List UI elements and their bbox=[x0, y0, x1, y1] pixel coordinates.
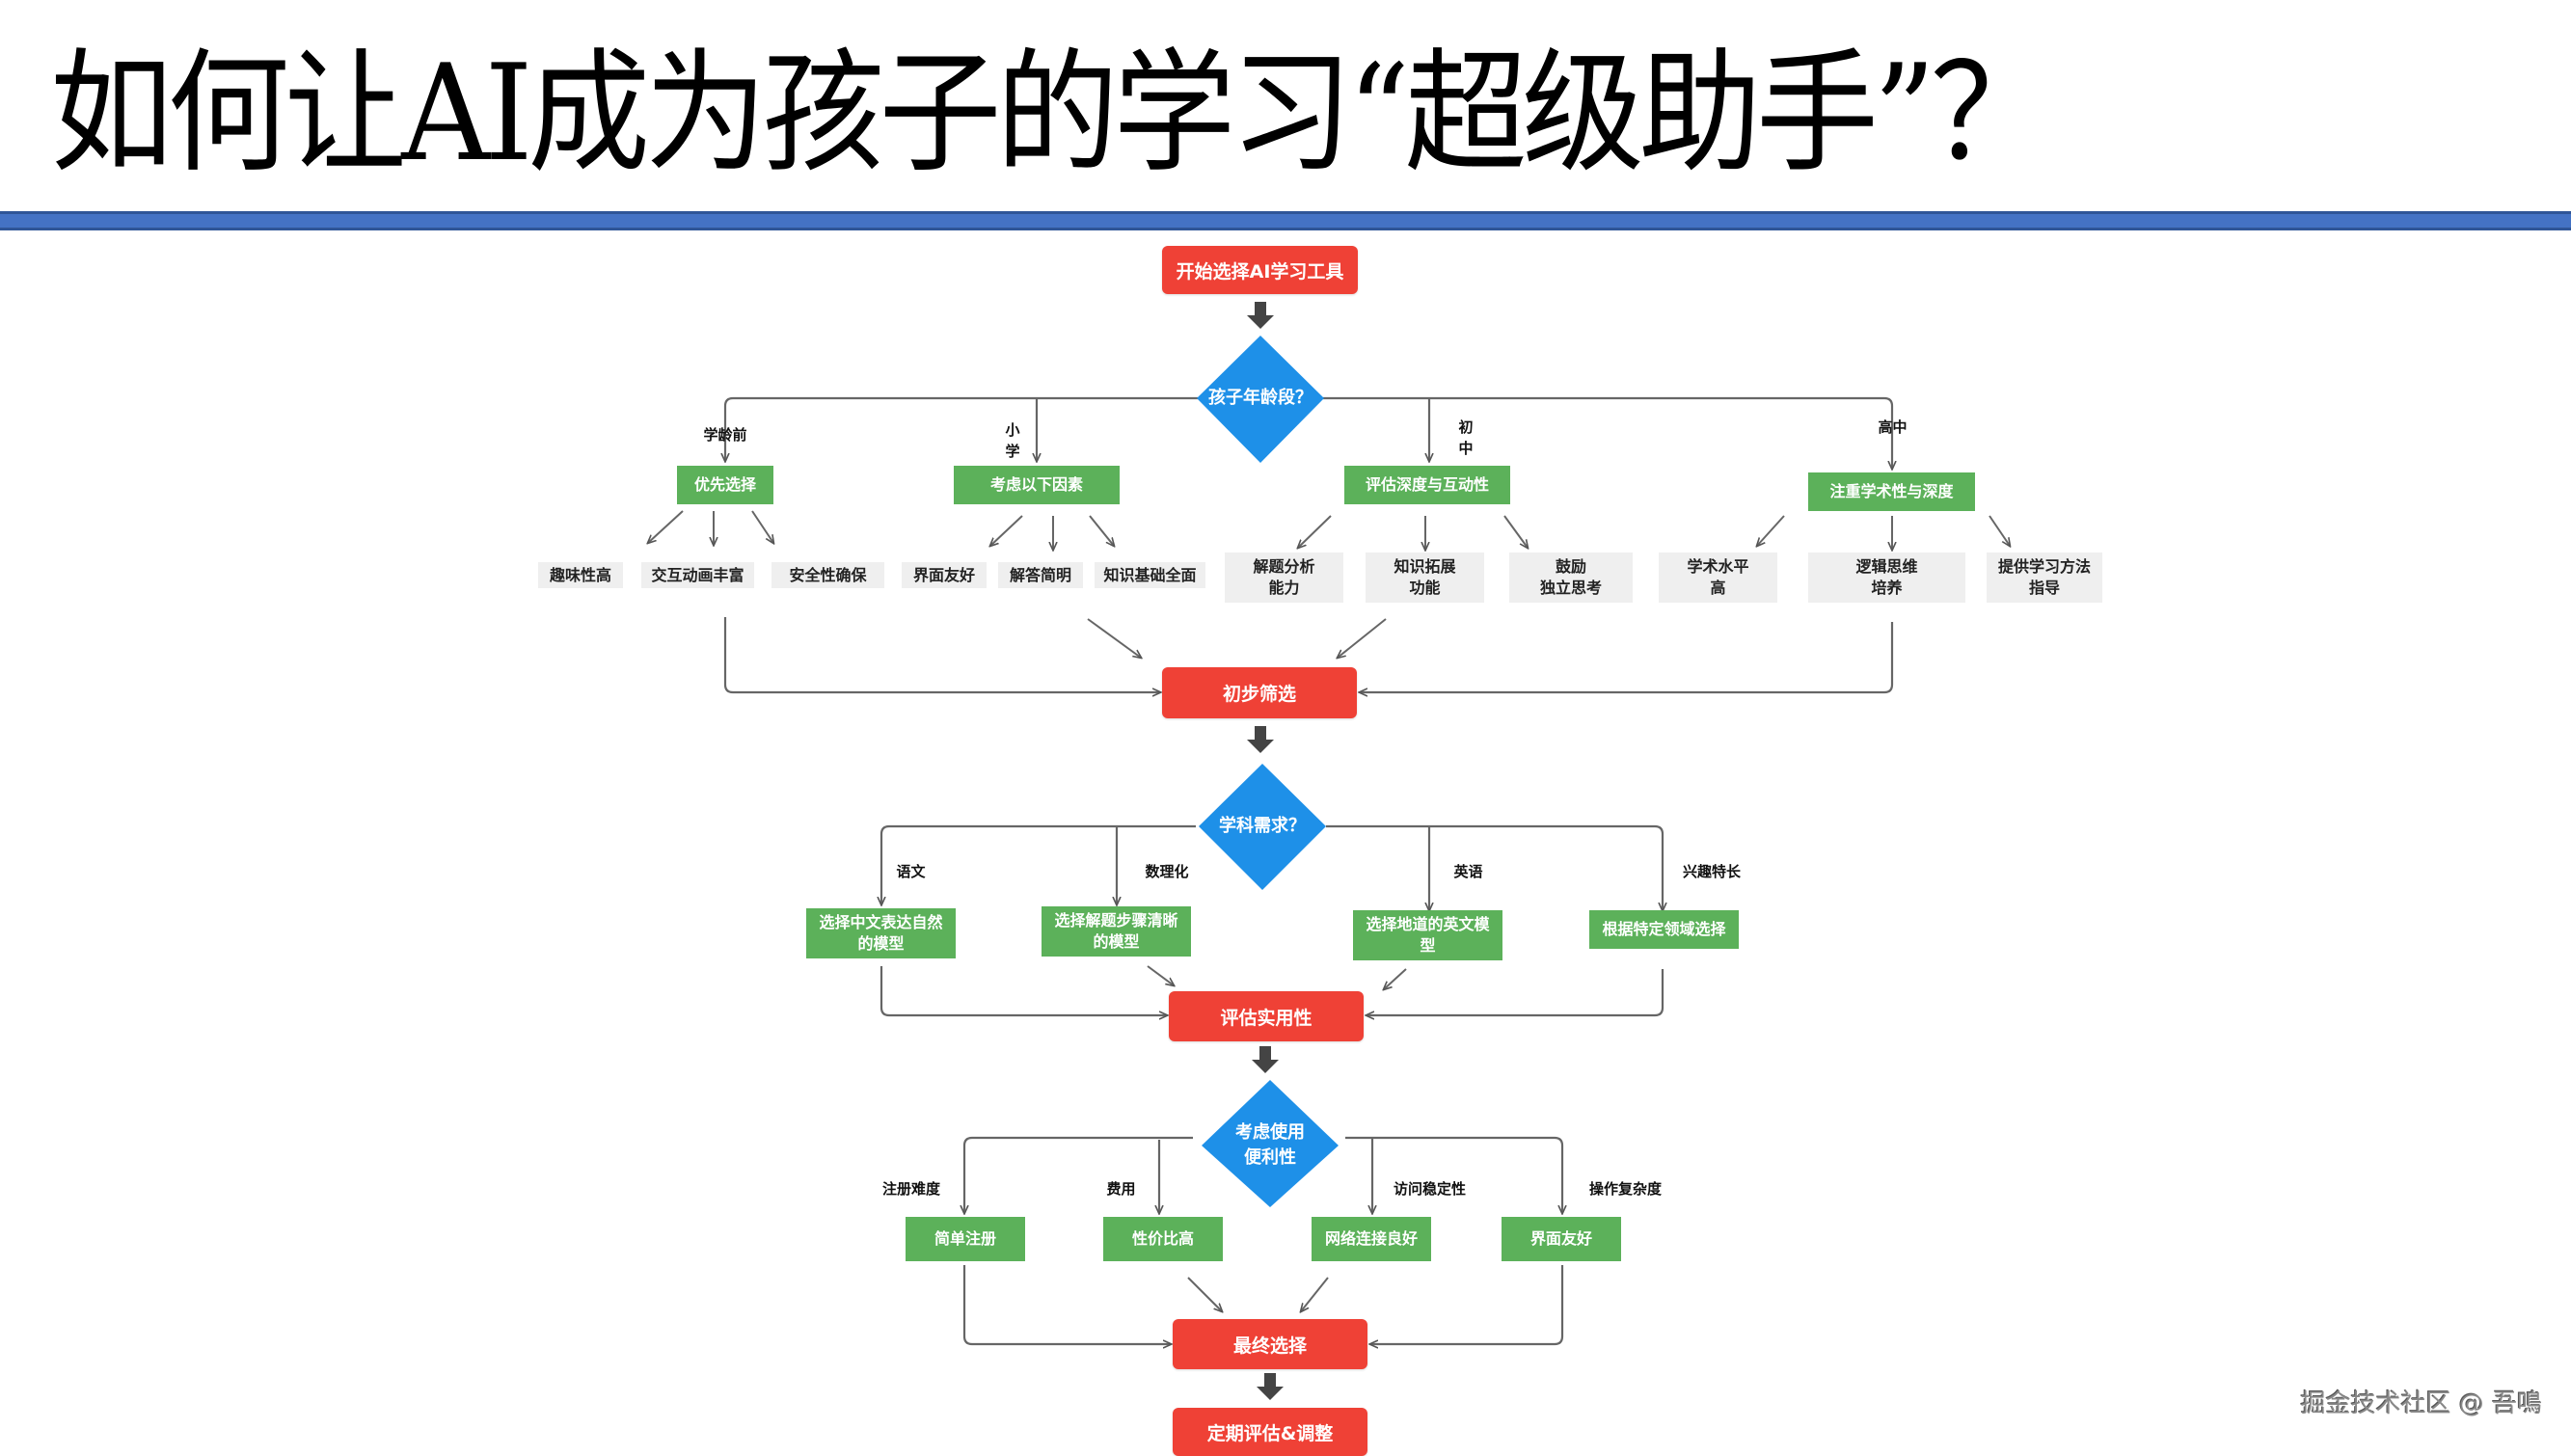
usability-label-register: 注册难度 bbox=[881, 1180, 940, 1198]
subject-decision-label: 学科需求？ bbox=[1219, 816, 1306, 836]
subject-label-english: 英语 bbox=[1453, 863, 1483, 880]
screening-node: 初步筛选 bbox=[1162, 667, 1357, 718]
factor-item: 界面友好 bbox=[902, 562, 987, 588]
subject-label-hobby: 兴趣特长 bbox=[1682, 863, 1741, 880]
usability-decision-diamond bbox=[1202, 1080, 1339, 1207]
age-branch-line bbox=[1323, 396, 1892, 469]
down-arrow-icon bbox=[1247, 726, 1274, 753]
factor-item: 交互动画丰富 bbox=[641, 562, 754, 588]
age-label-primary: 小 学 bbox=[1005, 421, 1020, 460]
option-node-preschool: 优先选择 bbox=[677, 466, 773, 504]
down-arrow-icon bbox=[1257, 1373, 1284, 1400]
subject-option-node: 选择中文表达自然 的模型 bbox=[806, 908, 956, 958]
age-decision-label: 孩子年龄段？ bbox=[1208, 388, 1313, 408]
option-node-primary: 考虑以下因素 bbox=[954, 466, 1120, 504]
subject-option-node: 根据特定领域选择 bbox=[1589, 910, 1739, 949]
subject-label-stem: 数理化 bbox=[1145, 863, 1189, 880]
factor-item: 解答简明 bbox=[998, 562, 1083, 588]
usability-option-node: 界面友好 bbox=[1502, 1217, 1621, 1261]
option-node-high: 注重学术性与深度 bbox=[1808, 472, 1975, 511]
factor-item: 解题分析 能力 bbox=[1225, 553, 1343, 603]
subject-label-chinese: 语文 bbox=[896, 863, 926, 880]
factor-item: 知识拓展 功能 bbox=[1366, 553, 1484, 603]
factor-item: 安全性确保 bbox=[771, 562, 884, 588]
factor-item: 知识基础全面 bbox=[1095, 562, 1205, 588]
usability-label-cost: 费用 bbox=[1106, 1180, 1136, 1198]
evaluate-node: 评估实用性 bbox=[1169, 991, 1364, 1041]
subject-option-node: 选择地道的英文模 型 bbox=[1353, 910, 1502, 960]
usability-option-node: 性价比高 bbox=[1103, 1217, 1223, 1261]
review-node: 定期评估&调整 bbox=[1173, 1408, 1367, 1456]
usability-decision-label: 考虑使用 便利性 bbox=[1235, 1122, 1305, 1168]
usability-label-complexity: 操作复杂度 bbox=[1588, 1180, 1662, 1198]
factor-item: 鼓励 独立思考 bbox=[1509, 553, 1633, 603]
usability-option-node: 简单注册 bbox=[906, 1217, 1025, 1261]
age-label-middle: 初 中 bbox=[1458, 418, 1474, 457]
down-arrow-icon bbox=[1247, 302, 1274, 329]
factor-item: 趣味性高 bbox=[538, 562, 623, 588]
factor-item: 逻辑思维 培养 bbox=[1808, 553, 1965, 603]
header-divider-bar bbox=[0, 211, 2571, 230]
age-label-high: 高中 bbox=[1878, 418, 1908, 436]
subject-decision-diamond bbox=[1199, 764, 1326, 890]
watermark: 掘金技术社区 @ 吾鳴 bbox=[2300, 1389, 2542, 1418]
usability-label-stability: 访问稳定性 bbox=[1393, 1180, 1466, 1198]
down-arrow-icon bbox=[1252, 1046, 1279, 1073]
age-branch-line bbox=[725, 396, 1198, 461]
age-label-preschool: 学龄前 bbox=[703, 426, 747, 444]
age-decision-diamond bbox=[1197, 336, 1324, 463]
final-choice-node: 最终选择 bbox=[1173, 1319, 1367, 1369]
start-node: 开始选择AI学习工具 bbox=[1162, 246, 1358, 294]
factor-item: 提供学习方法 指导 bbox=[1987, 553, 2102, 603]
usability-option-node: 网络连接良好 bbox=[1312, 1217, 1431, 1261]
option-node-middle: 评估深度与互动性 bbox=[1344, 466, 1510, 504]
subject-option-node: 选择解题步骤清晰 的模型 bbox=[1042, 906, 1191, 957]
slide-title: 如何让AI成为孩子的学习“超级助手”？ bbox=[50, 36, 2053, 191]
factor-item: 学术水平 高 bbox=[1659, 553, 1777, 603]
